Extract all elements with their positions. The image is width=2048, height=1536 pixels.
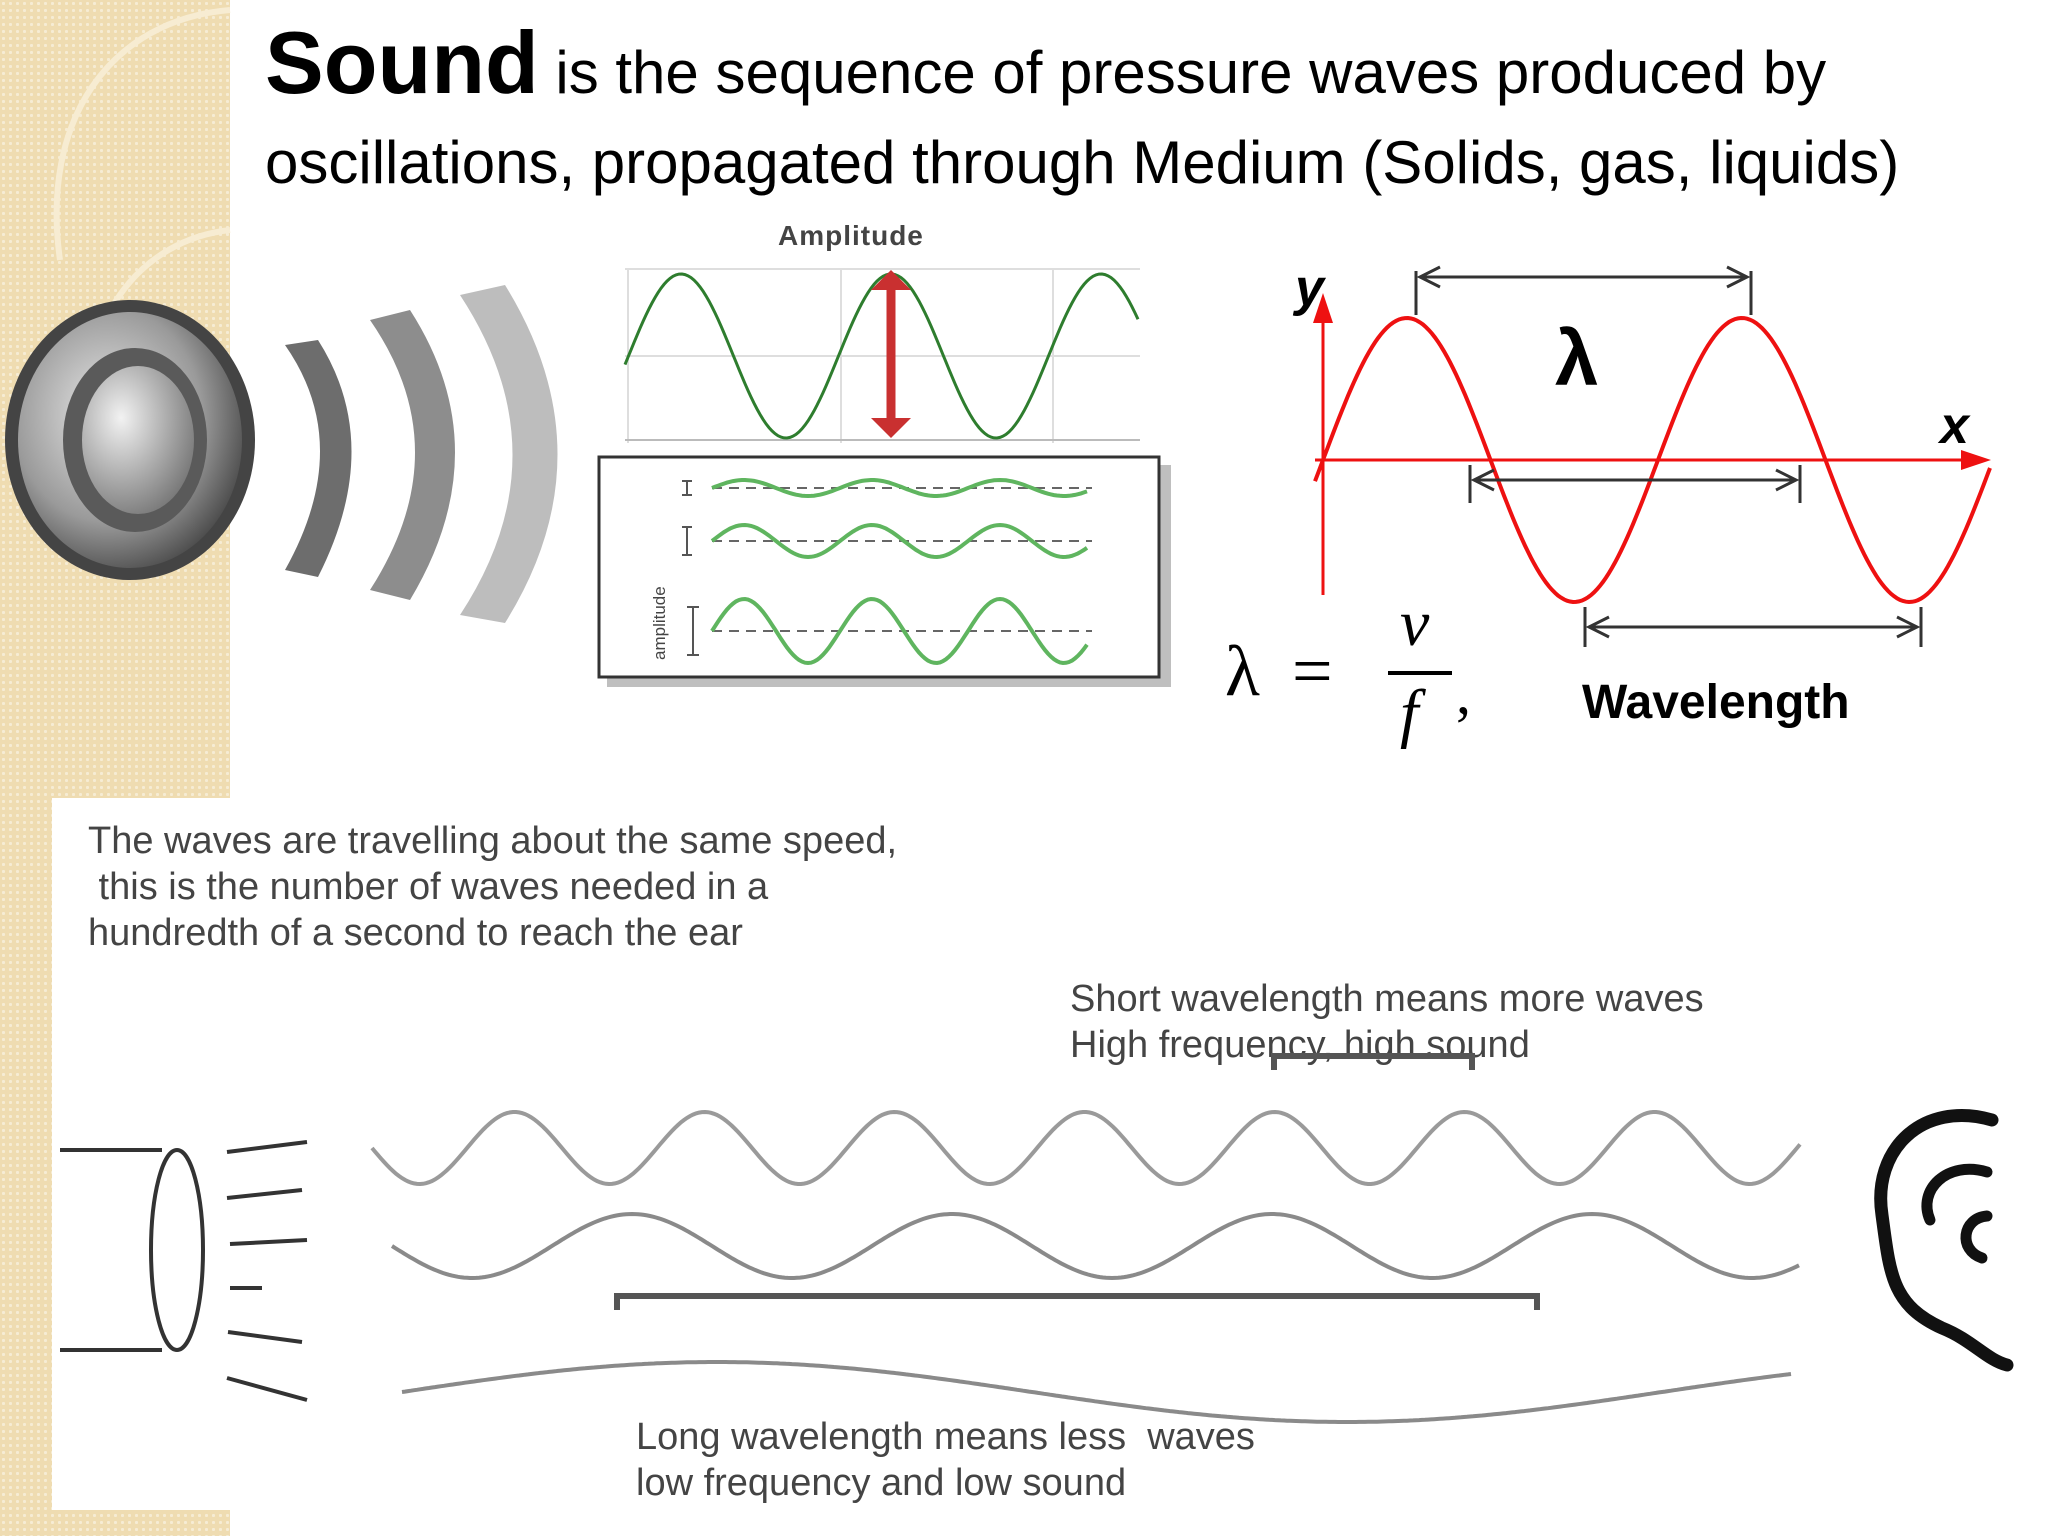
title-lead: Sound <box>265 13 539 112</box>
y-axis-label: y <box>1292 259 1327 317</box>
wavelength-diagram: y x λ <box>1292 259 1992 647</box>
title-rest: is the sequence of pressure waves produc… <box>265 39 1900 196</box>
short-wavelength-wave <box>370 1109 1802 1187</box>
loudspeaker-icon <box>60 1140 308 1402</box>
amplitude-arrow <box>871 270 911 438</box>
wavelength-caption: Wavelength <box>1582 676 1850 729</box>
formula-numerator: v <box>1400 587 1430 660</box>
long-wavelength-note: Long wavelength means less waves low fre… <box>636 1416 1255 1504</box>
peak-to-peak-marker <box>1414 265 1753 315</box>
slide-title: Sound is the sequence of pressure waves … <box>265 18 2005 208</box>
lambda-symbol: λ <box>1555 314 1598 402</box>
wavelength-wave <box>1313 315 1992 605</box>
speaker-icon <box>5 285 558 623</box>
amplitude-label: Amplitude <box>778 220 924 251</box>
sound-arc-1 <box>285 340 352 577</box>
short-wavelength-bracket <box>1271 1053 1475 1070</box>
medium-wavelength-wave <box>390 1211 1800 1281</box>
inset-wave-small <box>711 477 1088 499</box>
wavelength-formula: λ = v f , <box>1225 587 1471 750</box>
sound-arc-3 <box>460 285 558 623</box>
decorative-stripe <box>0 0 230 1536</box>
formula-denominator: f <box>1400 677 1426 750</box>
ear-icon <box>1874 1109 2014 1372</box>
inset-wave-medium <box>710 522 1089 560</box>
formula-equals: = <box>1292 631 1333 711</box>
short-wavelength-note: Short wavelength means more waves High f… <box>1070 978 1704 1066</box>
long-wavelength-wave <box>401 1360 1792 1424</box>
formula-lhs: λ <box>1225 631 1260 711</box>
wave-comparison-drawing <box>60 1053 2014 1424</box>
inset-wave-large <box>710 596 1089 666</box>
speed-note: The waves are travelling about the same … <box>88 820 898 954</box>
amplitude-comparison-inset: amplitude <box>597 455 1171 687</box>
trough-to-trough-marker <box>1583 607 1923 647</box>
inset-axis-label: amplitude <box>650 586 669 660</box>
x-axis-label: x <box>1937 397 1971 455</box>
long-wavelength-bracket <box>614 1293 1540 1310</box>
sound-arc-2 <box>370 310 455 600</box>
amplitude-wave <box>623 272 1140 440</box>
crossing-to-crossing-marker <box>1468 465 1802 503</box>
wavelength-comparison-panel <box>52 798 2048 1510</box>
formula-comma: , <box>1456 660 1471 726</box>
amplitude-plot <box>623 268 1140 443</box>
